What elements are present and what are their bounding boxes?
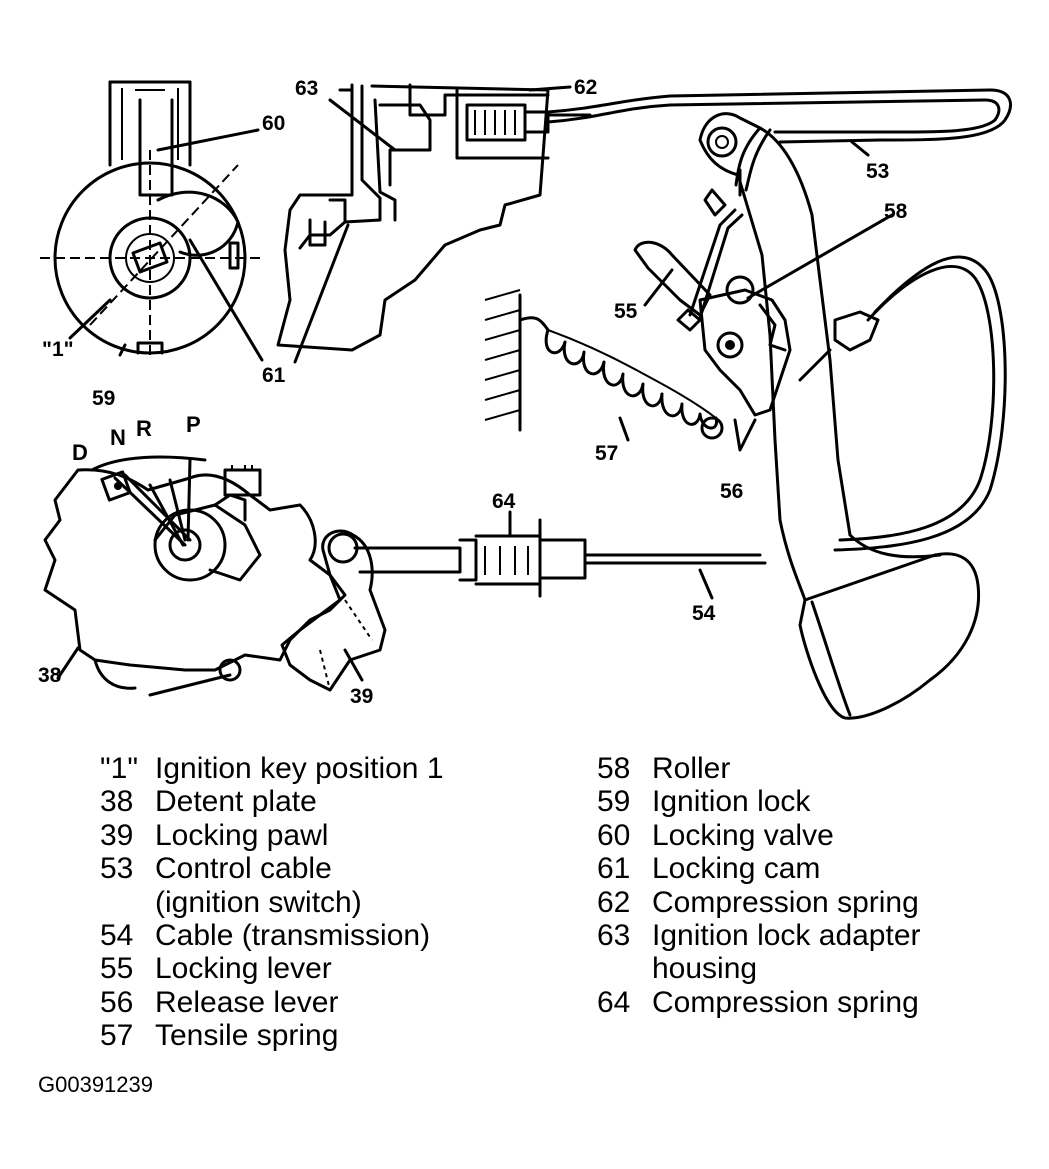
locking-lever-drawing <box>633 168 894 452</box>
gear-label-p: P <box>186 412 201 437</box>
callout-60: 60 <box>262 112 285 135</box>
gear-label-d: D <box>72 440 88 465</box>
legend-item-continuation: (ignition switch) <box>155 885 362 919</box>
mechanism-diagram: 63 62 60 53 58 55 "1" 61 59 57 56 64 54 … <box>38 76 1012 720</box>
callout-63: 63 <box>295 77 318 100</box>
figure-id: G00391239 <box>38 1072 153 1097</box>
callout-key-position-1: "1" <box>42 338 74 361</box>
pedal-lever-drawing <box>698 112 981 720</box>
callout-64: 64 <box>492 490 516 513</box>
transmission-cable-loop <box>798 255 1007 552</box>
callout-56: 56 <box>720 480 743 503</box>
callout-57: 57 <box>595 442 618 465</box>
ignition-lock-drawing <box>40 80 264 362</box>
callout-38: 38 <box>38 664 62 687</box>
selector-detent-drawing <box>43 455 347 697</box>
gear-label-n: N <box>110 425 126 450</box>
locking-pawl-drawing <box>280 529 387 692</box>
callout-59: 59 <box>92 387 115 410</box>
callout-53: 53 <box>866 160 889 183</box>
callout-58: 58 <box>884 200 908 223</box>
cable-54-drawing <box>353 510 767 600</box>
callout-62: 62 <box>574 76 597 99</box>
tensile-spring-drawing <box>484 289 724 442</box>
callout-54: 54 <box>692 602 716 625</box>
legend-item: "1"Ignition key position 1 <box>100 752 444 785</box>
callout-61: 61 <box>262 364 286 387</box>
legend-item-continuation: housing <box>652 952 758 986</box>
callout-55: 55 <box>614 300 638 323</box>
callout-39: 39 <box>350 685 373 708</box>
gear-label-r: R <box>136 416 152 441</box>
control-cable-drawing <box>546 88 1012 192</box>
adapter-housing-drawing <box>276 83 592 364</box>
